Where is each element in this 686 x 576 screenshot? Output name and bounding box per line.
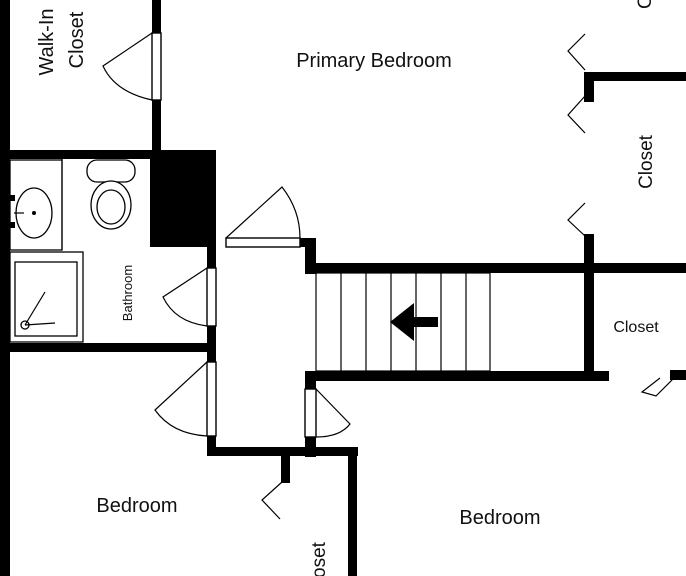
door-primary-swing xyxy=(225,186,301,239)
door-bedroom-right-swing xyxy=(315,388,351,438)
wall-stair-left-top xyxy=(305,238,316,274)
wall-primary-right-upper xyxy=(584,72,594,102)
label-bathroom: Bathroom xyxy=(120,265,135,321)
wall-right-stub xyxy=(670,370,686,380)
wall-stair-top xyxy=(305,263,686,273)
wall-walkin-divider-low xyxy=(152,100,161,158)
wall-shaft-block xyxy=(150,150,216,247)
stair-outline xyxy=(315,272,491,372)
door-bath-swing xyxy=(162,267,208,327)
label-walk-in-line2: Closet xyxy=(66,11,88,68)
label-top-right-partial: C xyxy=(635,0,656,9)
bathroom-fixtures xyxy=(9,159,136,343)
wall-hall-left xyxy=(207,240,216,268)
wall-hall-left-low xyxy=(207,436,216,456)
door-closet-bifold-3 xyxy=(567,202,586,237)
wall-primary-right-lower xyxy=(584,234,594,381)
stair-direction-arrow-icon xyxy=(390,303,438,341)
wall-bedroom-divider xyxy=(348,447,357,576)
label-bedroom-left: Bedroom xyxy=(96,495,177,517)
door-bath-leaf xyxy=(206,267,217,327)
label-closet-mid-right: Closet xyxy=(613,319,659,336)
wall-bath-top xyxy=(0,150,216,159)
sink-icon xyxy=(9,159,63,251)
label-closet-right: Closet xyxy=(636,134,657,189)
door-closet-bifold-4 xyxy=(640,377,675,397)
wall-bath-bottom xyxy=(0,343,216,352)
doors xyxy=(102,32,675,520)
door-walkin-leaf xyxy=(151,32,162,101)
wall-closet-top xyxy=(584,72,686,81)
door-closet-bifold-5 xyxy=(261,481,283,520)
door-bedroom-right-leaf xyxy=(304,388,317,438)
wall-left-upper xyxy=(0,0,10,576)
door-bedroom-left-swing xyxy=(154,361,208,437)
wall-closet-stub xyxy=(281,447,290,483)
label-walk-in-line1: Walk-In xyxy=(36,8,58,75)
wall-stair-bottom xyxy=(305,371,609,381)
staircase xyxy=(315,272,491,372)
shower-icon xyxy=(9,251,84,343)
room-labels: Primary Bedroom Walk-In Closet Closet Cl… xyxy=(36,0,659,576)
wall-walkin-divider xyxy=(152,0,161,33)
door-bedroom-left-leaf xyxy=(206,361,217,437)
door-closet-bifold-2 xyxy=(567,95,586,134)
label-bedroom-right: Bedroom xyxy=(459,507,540,529)
door-closet-bifold-1 xyxy=(567,33,586,71)
door-primary-leaf xyxy=(225,237,301,248)
label-closet-bottom-partial: oset xyxy=(309,541,330,576)
wall-stair-left-bottom xyxy=(305,371,316,389)
label-primary-bedroom: Primary Bedroom xyxy=(296,50,452,72)
toilet-icon xyxy=(86,159,136,230)
door-walkin-swing xyxy=(102,32,153,101)
